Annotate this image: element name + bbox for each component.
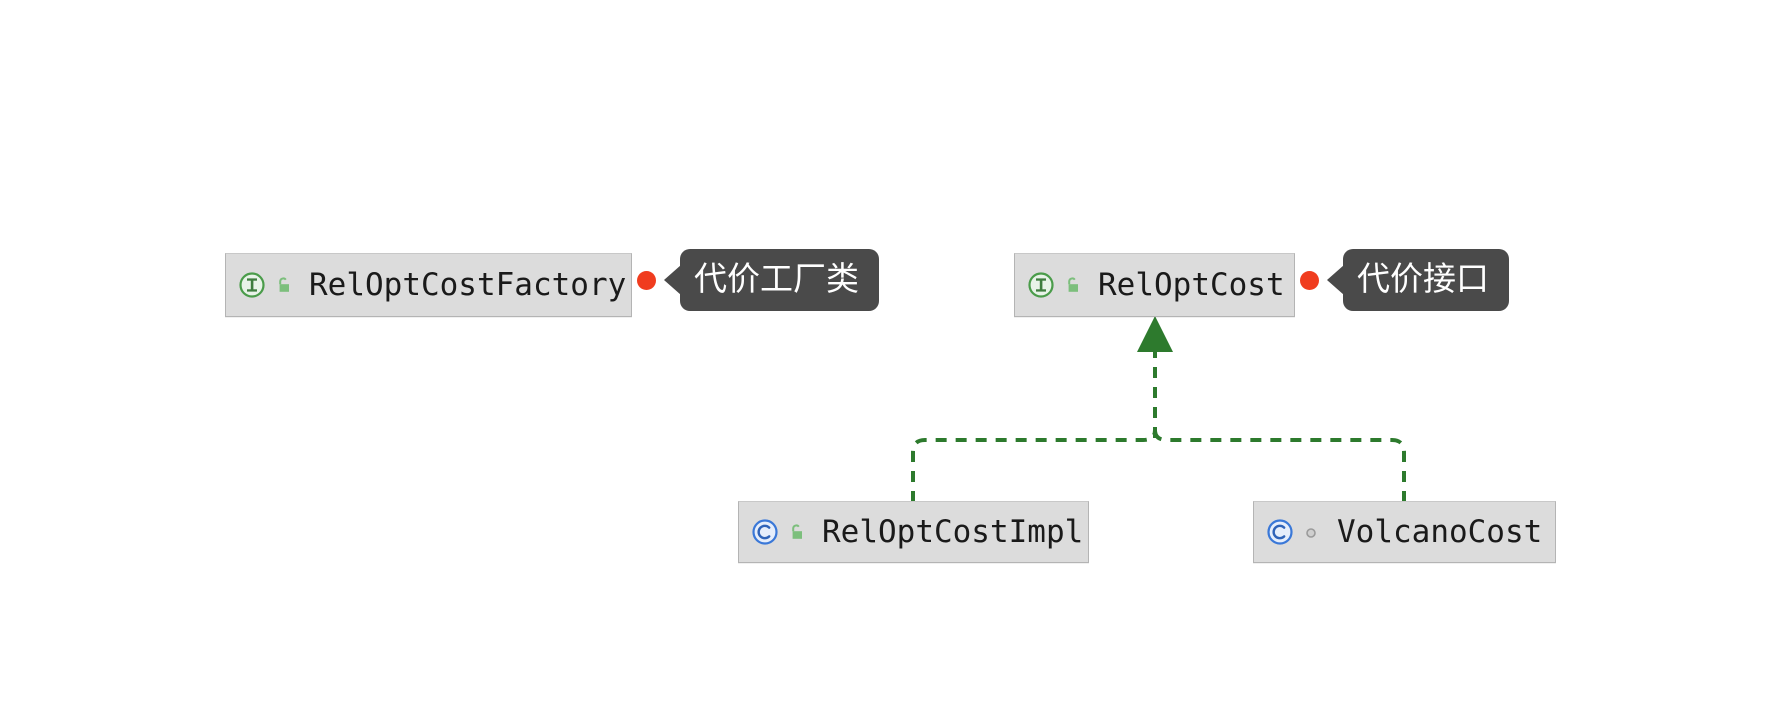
node-label: VolcanoCost <box>1337 514 1543 550</box>
edge-volcanocost-implements-reloptcost <box>1153 429 1406 502</box>
node-label: RelOptCost <box>1098 267 1285 303</box>
node-label: RelOptCostFactory <box>309 267 627 303</box>
node-reloptcostfactory[interactable]: RelOptCostFactory <box>225 253 632 317</box>
annotation-interface-note: 代价接口 <box>1300 249 1509 311</box>
interface-icon <box>1028 272 1054 298</box>
class-icon <box>752 519 778 545</box>
node-volcanocost[interactable]: VolcanoCost <box>1253 501 1556 563</box>
annotation-text: 代价工厂类 <box>680 249 879 311</box>
node-label: RelOptCostImpl <box>822 514 1084 550</box>
class-icon <box>1267 519 1293 545</box>
annotation-dot <box>1300 270 1319 290</box>
unlocked-icon <box>1068 277 1078 292</box>
unlocked-icon <box>792 524 802 539</box>
package-private-icon <box>1306 528 1316 538</box>
edge-implements-trunk <box>1137 316 1173 438</box>
annotation-tail-icon <box>664 265 681 295</box>
annotation-dot <box>637 270 656 290</box>
node-reloptcostimpl[interactable]: RelOptCostImpl <box>738 501 1089 563</box>
unlocked-icon <box>279 277 289 292</box>
annotation-text: 代价接口 <box>1343 249 1509 311</box>
interface-icon <box>239 272 265 298</box>
edge-reloptcostimpl-implements-reloptcost <box>911 429 1157 502</box>
annotation-factory-note: 代价工厂类 <box>637 249 879 311</box>
annotation-tail-icon <box>1327 265 1344 295</box>
node-reloptcost[interactable]: RelOptCost <box>1014 253 1295 317</box>
